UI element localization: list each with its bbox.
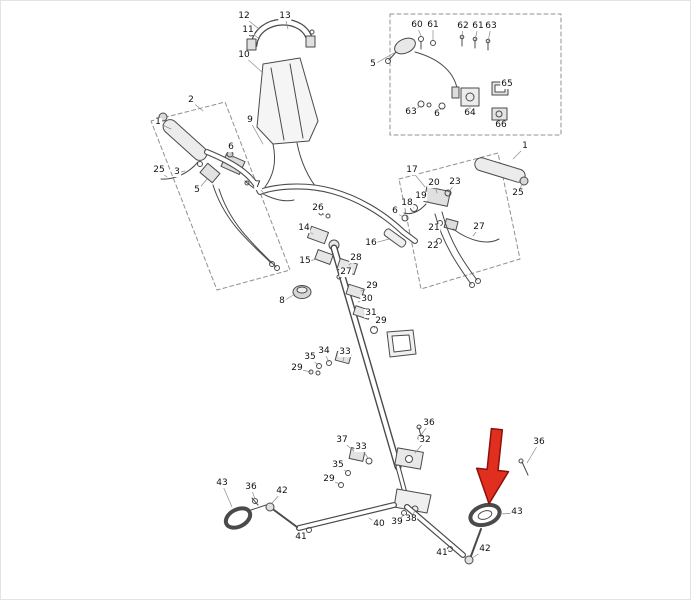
ball-joint-left — [265, 502, 275, 512]
rod-end-ring-left — [223, 506, 253, 530]
right-brake-lever — [452, 228, 500, 243]
red-annotation-arrow — [475, 427, 510, 505]
left-cables — [212, 184, 272, 264]
left-grip-end-cap — [158, 112, 168, 122]
throttle-body — [460, 87, 480, 107]
right-grip-assembly — [401, 157, 529, 288]
throttle-cable — [414, 51, 458, 89]
column-lower-bracket — [338, 424, 432, 516]
throttle-detail-parts — [385, 34, 509, 121]
console-cover — [256, 57, 320, 192]
right-cables — [434, 213, 472, 285]
right-assembly-boundary — [398, 152, 521, 290]
pitman-plate — [393, 488, 432, 514]
handlebar-tube — [204, 149, 418, 248]
tie-rod-left — [223, 497, 397, 533]
left-brake-lever — [244, 180, 295, 202]
cap-knob — [292, 285, 312, 299]
bar-end-spacer — [383, 228, 407, 248]
right-grip-end-cap — [519, 176, 529, 186]
throttle-detail-inset-box — [389, 13, 562, 136]
rod-end-ring-right — [468, 502, 502, 528]
tie-rod-right — [404, 458, 529, 565]
ball-joint-right — [464, 555, 474, 565]
grab-strap — [246, 18, 316, 51]
